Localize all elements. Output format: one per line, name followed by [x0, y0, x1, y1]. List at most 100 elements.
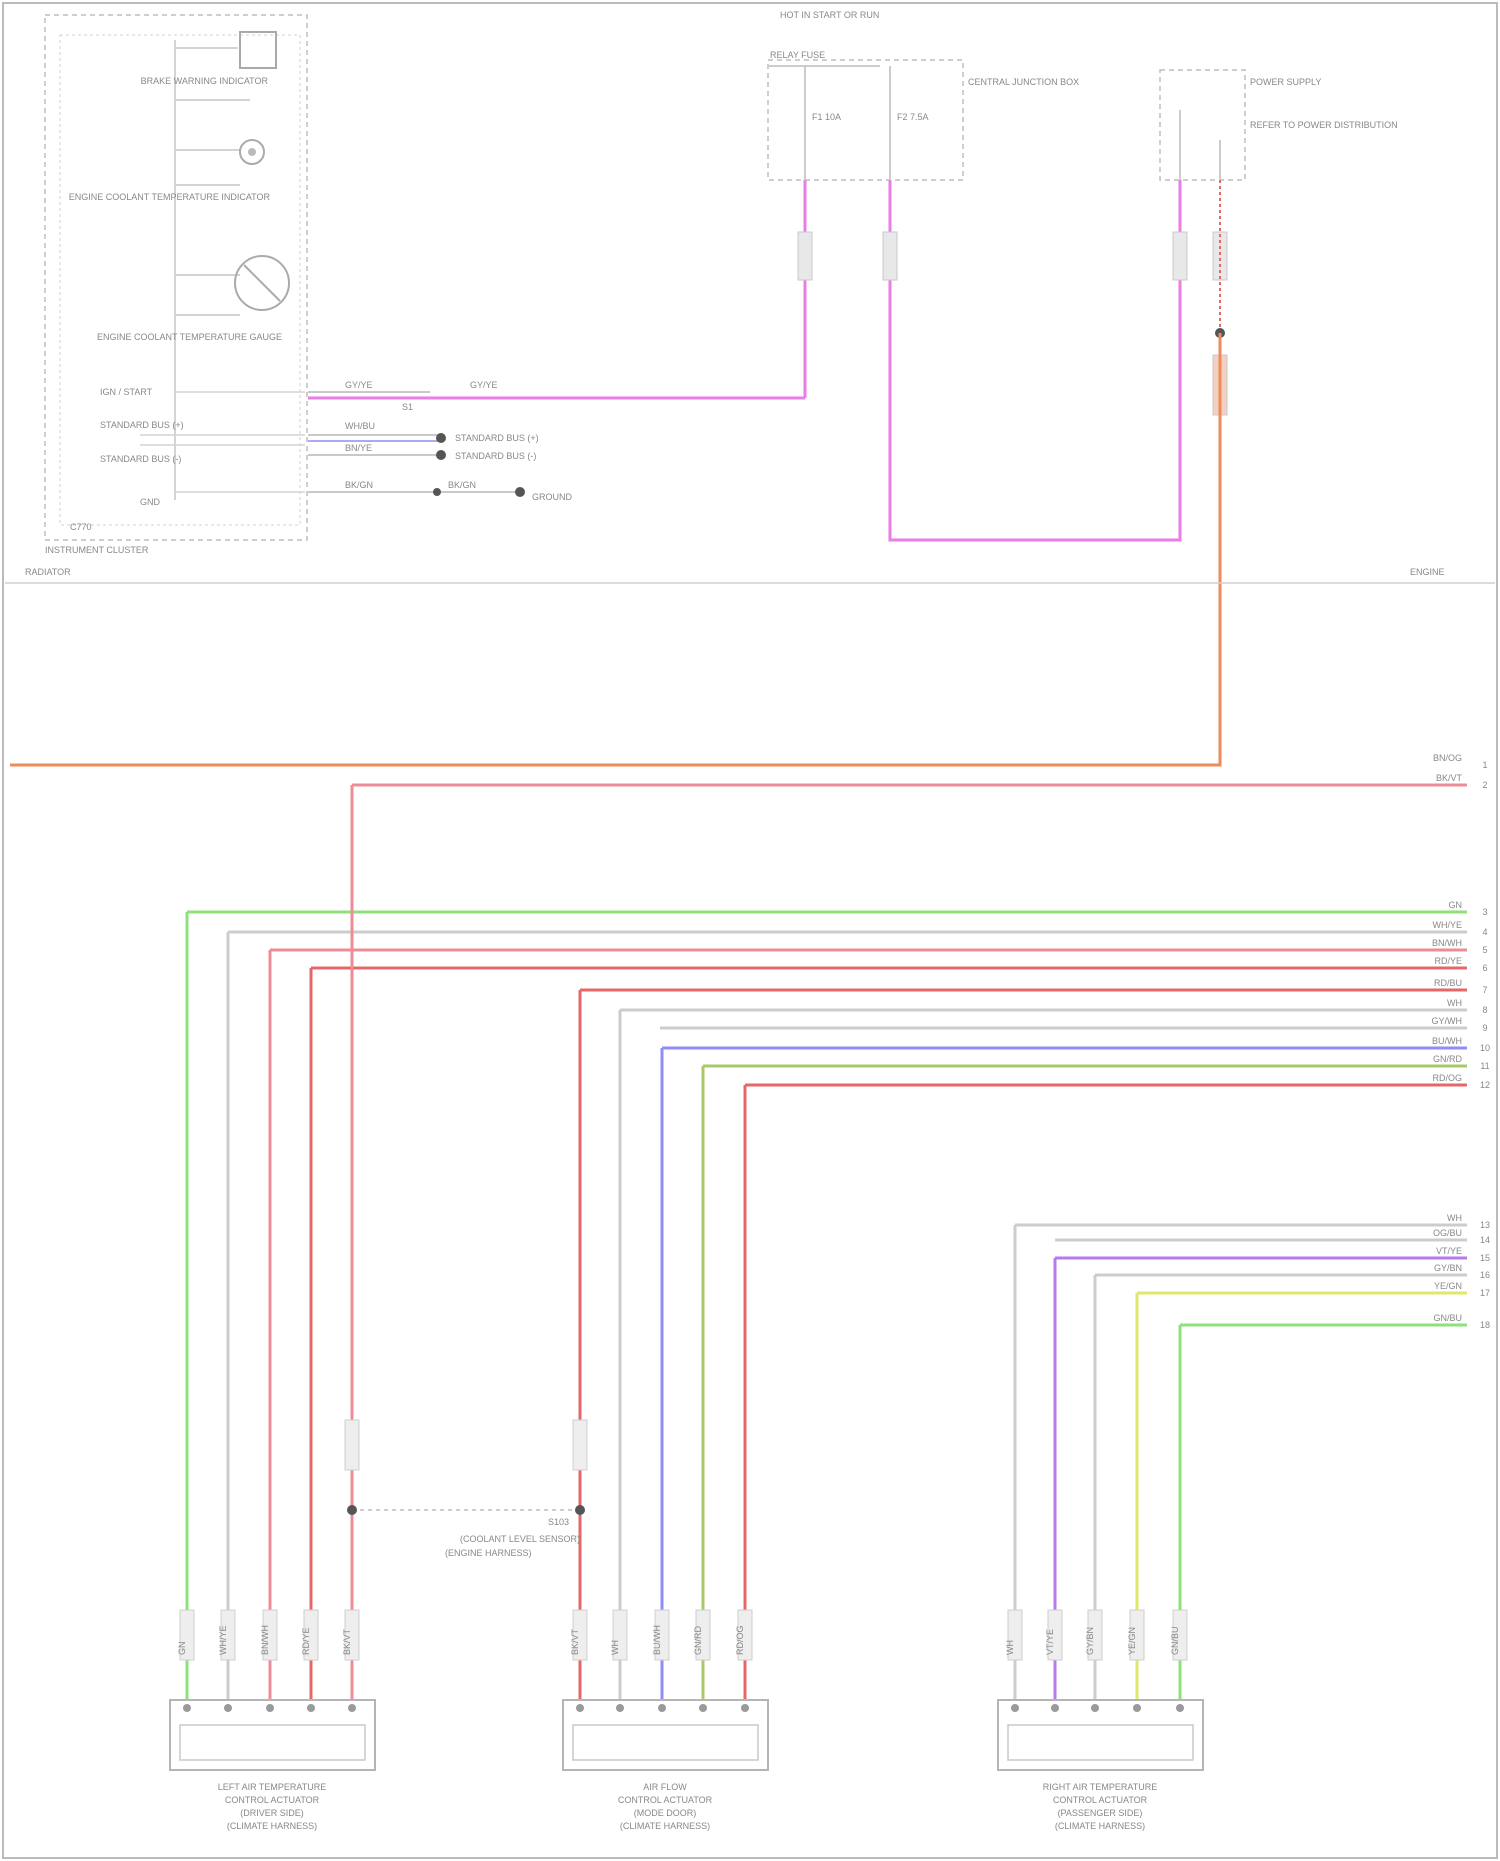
actuator-middle-pin-label: WH	[610, 1640, 620, 1655]
wire-scp-minus-dest: STANDARD BUS (-)	[455, 451, 536, 461]
instrument-cluster: BRAKE WARNING INDICATOR ENGINE COOLANT T…	[45, 15, 307, 555]
actuator-right-pin-5	[1176, 1704, 1184, 1712]
actuator-left-pin-label: BN/WH	[260, 1625, 270, 1655]
bus-olive-pin: 11	[1480, 1061, 1489, 1071]
actuator-left-pin-3	[266, 1704, 274, 1712]
bus-white-1-label: WH/YE	[1432, 920, 1462, 930]
actuator-middle-label-4: (CLIMATE HARNESS)	[620, 1821, 710, 1831]
fuse-right-label: F2 7.5A	[897, 112, 929, 122]
actuator-middle-pin-2	[616, 1704, 624, 1712]
bus-white-3-pin: 8	[1482, 1005, 1487, 1015]
cjb-subtitle: RELAY FUSE	[770, 50, 825, 60]
actuator-left-pin-4	[307, 1704, 315, 1712]
actuator-left-pin-label: RD/YE	[301, 1627, 311, 1655]
actuator-right-label-2: CONTROL ACTUATOR	[1053, 1795, 1148, 1805]
bus-white-4-label: GY/WH	[1432, 1016, 1463, 1026]
bus-blue-pin: 10	[1480, 1043, 1490, 1053]
brake-indicator-label: BRAKE WARNING INDICATOR	[141, 76, 269, 86]
wire-ground-dest: GROUND	[532, 492, 572, 502]
bus-yellow-pin: 17	[1480, 1288, 1490, 1298]
actuator-left-pin-label: WH/YE	[218, 1625, 228, 1655]
bus-red-pin: 7	[1482, 985, 1487, 995]
separator-right-label: ENGINE	[1410, 567, 1445, 577]
bus-olive-label: GN/RD	[1433, 1054, 1463, 1064]
bus-blue-label: BU/WH	[1432, 1036, 1462, 1046]
actuator-right-label-1: RIGHT AIR TEMPERATURE	[1043, 1782, 1158, 1792]
actuator-right-pin-4	[1133, 1704, 1141, 1712]
separator-left-label: RADIATOR	[25, 567, 71, 577]
actuator-left-pin-2	[224, 1704, 232, 1712]
power-supply-title: POWER SUPPLY	[1250, 77, 1321, 87]
wire-scp-plus-dest: STANDARD BUS (+)	[455, 433, 539, 443]
bus-red-label: RD/BU	[1434, 978, 1462, 988]
actuator-left-pin-label: GN	[177, 1642, 187, 1656]
splice-s103-sub1: (COOLANT LEVEL SENSOR)	[460, 1534, 580, 1544]
actuator-right-pin-label: GN/BU	[1170, 1626, 1180, 1655]
actuator-right-pin-1	[1011, 1704, 1019, 1712]
wire-scp-minus-label: BN/YE	[345, 443, 372, 453]
actuator-left: GN WH/YE BN/WH RD/YE BK/VT LEFT AIR TEMPERATU…	[170, 1610, 375, 1831]
bus-white-5-label: WH	[1447, 1213, 1462, 1223]
cluster-wires: GY/YE GY/YE S1 WH/BU STANDARD BUS (+) BN…	[308, 380, 805, 502]
actuator-middle-label-1: AIR FLOW	[643, 1782, 687, 1792]
actuator-right-pin-label: WH	[1005, 1640, 1015, 1655]
bus-pink-label: BK/VT	[1436, 773, 1463, 783]
power-supply-box: POWER SUPPLY REFER TO POWER DISTRIBUTION	[10, 70, 1398, 765]
bus-white-7-pin: 16	[1480, 1270, 1490, 1280]
bus-white-2-label: BN/WH	[1432, 938, 1462, 948]
actuators: GN WH/YE BN/WH RD/YE BK/VT LEFT AIR TEMPERATU…	[170, 1610, 1203, 1831]
actuator-right-pin-label: YE/GN	[1127, 1627, 1137, 1655]
brake-indicator-icon	[240, 32, 276, 68]
actuator-middle-pin-label: BK/VT	[570, 1628, 580, 1655]
splice-s103: S103 (COOLANT LEVEL SENSOR) (ENGINE HARN…	[347, 1505, 585, 1558]
bus-green-2-label: GN/BU	[1433, 1313, 1462, 1323]
bus-green-2-pin: 18	[1480, 1320, 1490, 1330]
actuator-left-label-1: LEFT AIR TEMPERATURE	[218, 1782, 327, 1792]
actuator-middle-pin-3	[658, 1704, 666, 1712]
actuator-middle-pin-1	[576, 1704, 584, 1712]
actuator-right-label-4: (CLIMATE HARNESS)	[1055, 1821, 1145, 1831]
actuator-right-pin-2	[1051, 1704, 1059, 1712]
actuator-middle-label-3: (MODE DOOR)	[634, 1808, 697, 1818]
bus-white-5-pin: 13	[1480, 1220, 1490, 1230]
actuator-middle-label-2: CONTROL ACTUATOR	[618, 1795, 713, 1805]
bus-green-label: GN	[1449, 900, 1463, 910]
cjb-title: HOT IN START OR RUN	[780, 10, 879, 20]
bus-white-7-label: GY/BN	[1434, 1263, 1462, 1273]
actuator-left-label-3: (DRIVER SIDE)	[240, 1808, 304, 1818]
bus-white-3-label: WH	[1447, 998, 1462, 1008]
actuator-right-label-3: (PASSENGER SIDE)	[1058, 1808, 1143, 1818]
cluster-title: INSTRUMENT CLUSTER	[45, 545, 149, 555]
actuator-right-pin-3	[1091, 1704, 1099, 1712]
bus-pink-pin: 2	[1482, 780, 1487, 790]
splice-s1: S1	[402, 402, 413, 412]
actuator-left-label-2: CONTROL ACTUATOR	[225, 1795, 320, 1805]
wire-ground-label: BK/GN	[345, 480, 373, 490]
coolant-indicator-label: ENGINE COOLANT TEMPERATURE INDICATOR	[69, 192, 271, 202]
actuator-middle-pin-label: RD/OG	[735, 1625, 745, 1655]
splice-s103-label: S103	[548, 1517, 569, 1527]
bus-orange-pin: 1	[1482, 760, 1487, 770]
actuator-left-label-4: (CLIMATE HARNESS)	[227, 1821, 317, 1831]
bus-white-6-pin: 14	[1480, 1235, 1490, 1245]
bus-violet-label: VT/YE	[1436, 1246, 1462, 1256]
fuse-left-label: F1 10A	[812, 112, 841, 122]
wire-scp-plus-label: WH/BU	[345, 421, 375, 431]
bus-white-2-pin: 5	[1482, 945, 1487, 955]
wire-ign-label2: GY/YE	[470, 380, 498, 390]
actuator-right-pin-label: VT/YE	[1045, 1629, 1055, 1655]
bus-red-2-pin: 12	[1480, 1080, 1490, 1090]
actuator-left-pin-label: BK/VT	[342, 1628, 352, 1655]
bus-salmon-label: RD/YE	[1434, 956, 1462, 966]
actuator-middle-pin-4	[699, 1704, 707, 1712]
splice-s103-sub2: (ENGINE HARNESS)	[445, 1548, 532, 1558]
bus-violet-pin: 15	[1480, 1253, 1490, 1263]
bus-white-1-pin: 4	[1482, 927, 1487, 937]
pin-scp-minus-label: STANDARD BUS (-)	[100, 454, 181, 464]
bus-orange-label: BN/OG	[1433, 753, 1462, 763]
central-junction-box: HOT IN START OR RUN RELAY FUSE F1 10A F2…	[768, 10, 1180, 540]
cluster-connector-id: C770	[70, 522, 92, 532]
